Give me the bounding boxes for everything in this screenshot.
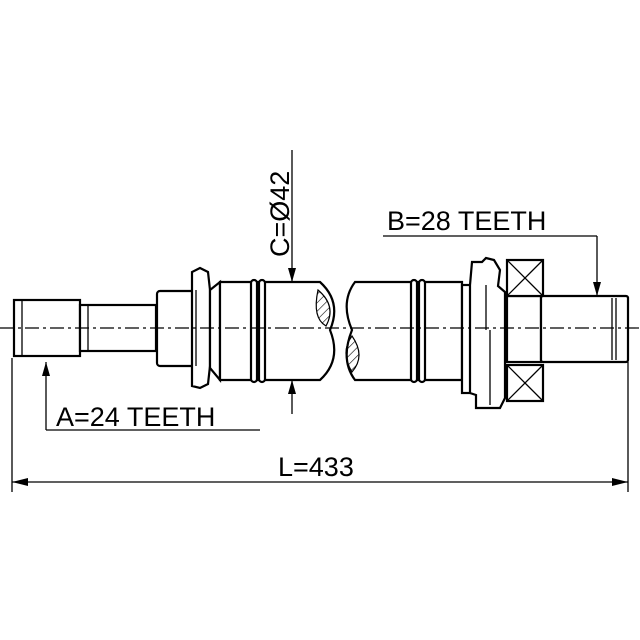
right-tube-section bbox=[345, 278, 464, 384]
dimension-c: C=Ø42 bbox=[265, 150, 296, 414]
dimension-l-label: L=433 bbox=[278, 452, 354, 482]
dimension-b: B=28 TEETH bbox=[383, 206, 601, 296]
left-tube-section bbox=[218, 278, 336, 384]
dimension-b-label: B=28 TEETH bbox=[387, 206, 546, 236]
dimension-c-label: C=Ø42 bbox=[265, 171, 295, 257]
dimension-a: A=24 TEETH bbox=[42, 362, 260, 432]
dimension-l: L=433 bbox=[11, 358, 629, 492]
dimension-a-label: A=24 TEETH bbox=[56, 402, 215, 432]
right-joint-bearing bbox=[460, 256, 630, 410]
